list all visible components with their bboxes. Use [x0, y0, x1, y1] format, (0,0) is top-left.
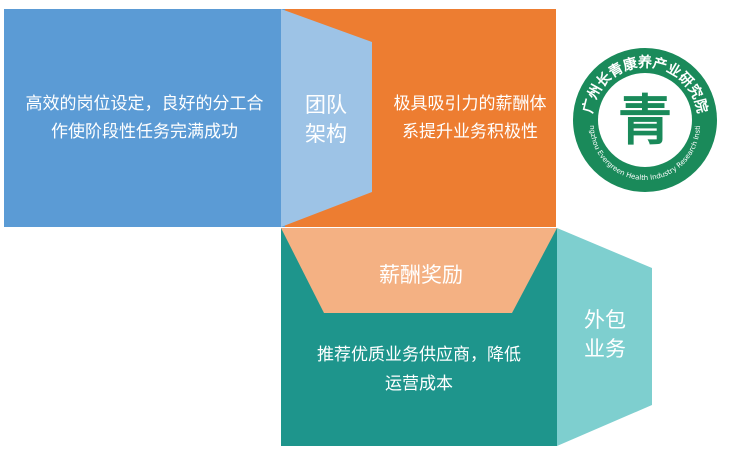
logo-inner-disc	[598, 73, 692, 167]
outsourcing-label-text: 外包 业务	[584, 308, 626, 361]
salary-reward-arrow-shape	[281, 228, 557, 313]
outsourcing-description-box: 推荐优质业务供应商，降低运营成本	[281, 330, 557, 410]
salary-reward-label: 薪酬奖励	[320, 252, 522, 296]
team-structure-description: 高效的岗位设定，良好的分工合作使阶段性任务完满成功	[25, 94, 264, 142]
outsourcing-arrow-shape	[557, 228, 652, 446]
salary-description: 极具吸引力的薪酬体系提升业务积极性	[393, 94, 547, 142]
salary-description-box: 极具吸引力的薪酬体系提升业务积极性	[385, 9, 555, 227]
team-structure-label-text: 团队 架构	[305, 93, 347, 146]
outsourcing-label: 外包 业务	[567, 300, 643, 370]
institute-logo: 广州长青康养产业研究院 Guangzhou Evergreen Health I…	[570, 45, 717, 192]
outsourcing-description: 推荐优质业务供应商，降低运营成本	[317, 345, 521, 394]
team-structure-arrow-shape	[281, 9, 372, 227]
team-structure-panel: 高效的岗位设定，良好的分工合作使阶段性任务完满成功	[4, 9, 285, 227]
team-structure-label: 团队 架构	[288, 85, 364, 155]
salary-reward-label-text: 薪酬奖励	[379, 263, 463, 287]
logo-glyph: 青	[618, 89, 672, 152]
